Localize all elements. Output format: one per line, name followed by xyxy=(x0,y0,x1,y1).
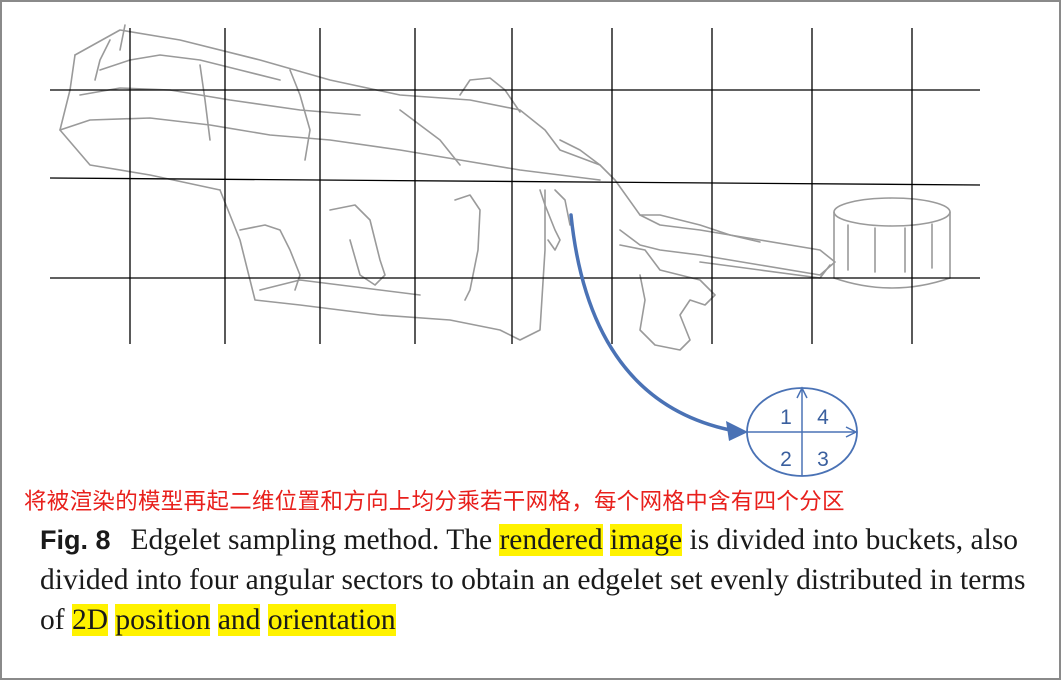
caption-highlight: image xyxy=(610,524,683,556)
rendered-model-sketch xyxy=(59,24,951,351)
angular-sector-diagram: 1 4 2 3 xyxy=(746,386,858,477)
caption-highlight: 2D xyxy=(71,604,109,636)
caption-part xyxy=(210,604,217,636)
edgelet-figure: 1 4 2 3 xyxy=(49,24,981,477)
caption-part xyxy=(260,604,267,636)
grid-hline-2 xyxy=(49,177,981,186)
caption-part: Edgelet sampling method. The xyxy=(130,524,500,556)
caption-highlight: orientation xyxy=(267,604,396,636)
chinese-annotation: 将被渲染的模型再起二维位置和方向上均分乘若干网格，每个网格中含有四个分区 xyxy=(24,489,845,515)
bucket-grid xyxy=(49,28,981,344)
caption-part xyxy=(603,524,610,556)
caption-highlight: rendered xyxy=(499,524,603,556)
sector-label-2: 2 xyxy=(780,448,792,471)
sector-label-1: 1 xyxy=(780,406,792,429)
zoom-arrow xyxy=(569,213,748,441)
sector-label-4: 4 xyxy=(817,406,829,429)
caption-part: is divided into buckets, also divided in… xyxy=(40,524,1026,636)
caption-highlight: and xyxy=(217,604,261,636)
figure-caption: Fig. 8 Edgelet sampling method. The rende… xyxy=(40,520,1030,640)
figure-label: Fig. 8 xyxy=(40,525,111,555)
sector-label-3: 3 xyxy=(817,448,829,471)
caption-highlight: position xyxy=(115,604,211,636)
